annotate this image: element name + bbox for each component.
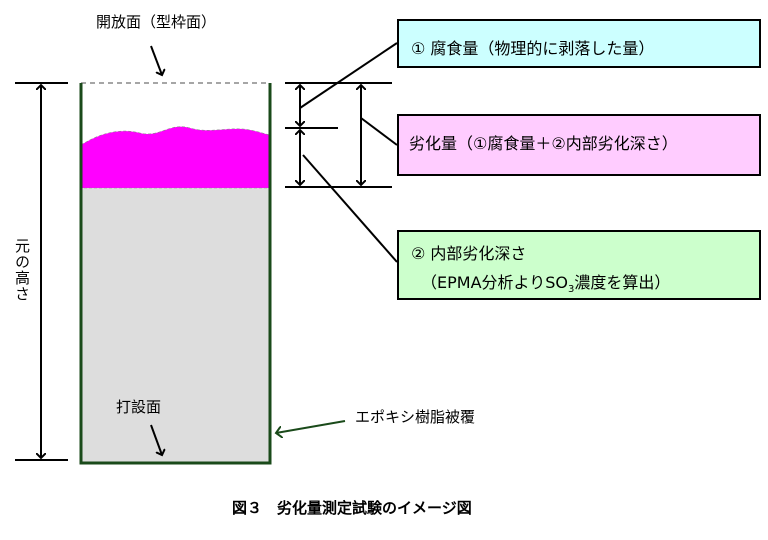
leader-deterioration <box>360 117 398 146</box>
deterioration-box: 劣化量（①腐食量＋②内部劣化深さ） <box>397 114 761 176</box>
internal-text-line2: （EPMA分析よりSO3濃度を算出） <box>421 269 670 295</box>
internal-line2-post: 濃度を算出） <box>574 273 671 292</box>
open-surface-label: 開放面（型枠面） <box>96 13 217 31</box>
cast-surface-arrow <box>150 424 162 455</box>
deterioration-text: 劣化量（①腐食量＋②内部劣化深さ） <box>409 134 678 153</box>
figure-caption: 図３ 劣化量測定試験のイメージ図 <box>232 499 472 517</box>
internal-box: ② 内部劣化深さ （EPMA分析よりSO3濃度を算出） <box>397 230 761 300</box>
corrosion-box: ① 腐食量（物理的に剥落した量） <box>397 19 761 68</box>
corrosion-text: ① 腐食量（物理的に剥落した量） <box>411 39 655 58</box>
leader-corrosion <box>299 42 398 109</box>
corroded-layer <box>80 126 271 189</box>
epoxy-coating-label: エポキシ樹脂被覆 <box>355 408 476 426</box>
epoxy-arrow <box>276 420 346 433</box>
leader-internal <box>302 154 398 263</box>
epoxy-coating <box>79 83 272 465</box>
concrete-body <box>81 188 270 463</box>
internal-line2-sub: 3 <box>567 284 575 296</box>
internal-line2-pre: （EPMA分析よりSO <box>421 273 568 292</box>
internal-text-line1: ② 内部劣化深さ <box>411 244 527 263</box>
open-surface-arrow <box>150 45 162 75</box>
original-height-label: 元の高さ <box>13 238 31 302</box>
cast-surface-label: 打設面 <box>116 398 162 416</box>
